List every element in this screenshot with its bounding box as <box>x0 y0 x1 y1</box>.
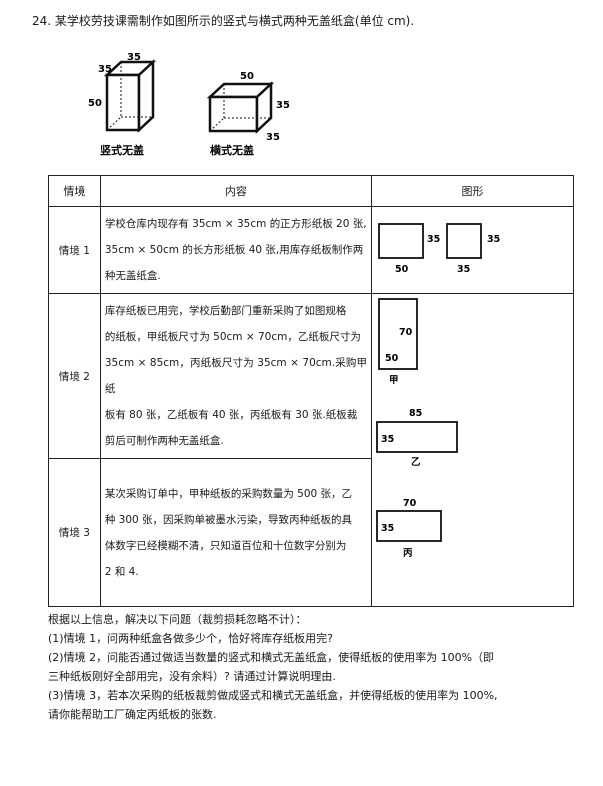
horizontal-box <box>206 81 275 134</box>
box-diagrams-svg: 35 35 50 竖式无盖 50 35 35 横式无盖 <box>88 52 290 157</box>
content-line: 35cm × 50cm 的长方形纸板 40 张,用库存纸板制作两 <box>104 244 364 256</box>
question-2-line-1: (2)情境 2，问能否通过做适当数量的竖式和横式无盖纸盒，使得纸板的使用率为 1… <box>48 651 495 664</box>
vertical-box <box>103 59 157 133</box>
sheet-yi <box>376 421 458 453</box>
hbox-label: 横式无盖 <box>210 143 254 157</box>
yi-width: 85 <box>409 408 422 419</box>
content-line: 体数字已经模糊不清，只知道百位和十位数字分别为 <box>104 539 347 552</box>
content-line: 种 300 张，因采购单被墨水污染，导致丙种纸板的具 <box>104 513 353 526</box>
sheet-bing <box>376 510 442 542</box>
square-35x35 <box>446 223 482 259</box>
rect-50x35 <box>378 223 424 259</box>
hbox-top-dim: 50 <box>240 71 254 82</box>
content-line: 的纸板，甲纸板尺寸为 50cm × 70cm，乙纸板尺寸为 <box>104 331 361 343</box>
sheet-jia <box>378 298 418 370</box>
header-content: 内容 <box>99 175 372 207</box>
questions-block: 根据以上信息，解决以下问题（裁剪损耗忽略不计）： (1)情境 1，问两种纸盒各做… <box>48 610 578 724</box>
bing-width: 70 <box>403 498 417 509</box>
bing-label: 丙 <box>403 548 413 559</box>
question-1: (1)情境 1，问两种纸盒各做多少个，恰好将库存纸板用完? <box>48 632 333 645</box>
content-line: 库存纸板已用完，学校后勤部门重新采购了如图规格 <box>104 305 347 317</box>
question-3-line-1: (3)情境 3，若本次采购的纸板裁剪做成竖式和横式无盖纸盒，并使得纸板的使用率为… <box>48 689 498 702</box>
rect-b-height: 35 <box>487 234 500 245</box>
content-line: 35cm × 85cm，丙纸板尺寸为 35cm × 70cm.采购甲纸 <box>104 357 367 395</box>
rect-a-width: 50 <box>395 264 409 275</box>
content-line: 剪后可制作两种无盖纸盒. <box>104 435 224 447</box>
header-scene: 情境 <box>48 175 101 207</box>
content-line: 某次采购订单中，甲种纸板的采购数量为 500 张，乙 <box>104 487 353 500</box>
content-line: 学校仓库内现存有 35cm × 35cm 的正方形纸板 20 张, <box>104 218 367 230</box>
bing-height: 35 <box>381 523 394 534</box>
vbox-label: 竖式无盖 <box>100 143 144 157</box>
jia-height: 70 <box>399 327 413 338</box>
sheets-svg: 70 50 甲 85 35 乙 70 35 丙 <box>376 298 458 559</box>
table-header-row: 情境 内容 图形 <box>48 175 575 207</box>
vbox-top-dim: 35 <box>127 52 141 63</box>
content-line: 板有 80 张，乙纸板有 40 张，丙纸板有 30 张.纸板裁 <box>104 409 358 421</box>
table-row: 情境 3 某次采购订单中，甲种纸板的采购数量为 500 张，乙 种 300 张，… <box>48 458 574 607</box>
hbox-height-dim: 35 <box>276 100 290 111</box>
vbox-depth-dim: 35 <box>98 64 112 75</box>
scene-3-label: 情境 3 <box>48 458 101 607</box>
jia-label: 甲 <box>389 375 399 386</box>
scene-2-label: 情境 2 <box>48 293 101 459</box>
hbox-depth-dim: 35 <box>266 132 280 143</box>
scenario-table: 情境 内容 图形 情境 1 学校仓库内现存有 35cm × 35cm 的正方形纸… <box>48 175 575 607</box>
scene-2-content: 库存纸板已用完，学校后勤部门重新采购了如图规格 的纸板，甲纸板尺寸为 50cm … <box>99 293 372 459</box>
jia-width: 50 <box>385 353 399 364</box>
question-3-line-2: 请你能帮助工厂确定丙纸板的张数. <box>48 708 217 721</box>
scene-1-svg: 35 50 35 35 <box>378 223 500 275</box>
box-illustrations: 35 35 50 竖式无盖 50 35 35 横式无盖 <box>80 50 300 168</box>
scene-2-3-figure: 70 50 甲 85 35 乙 70 35 丙 <box>370 293 575 607</box>
rect-a-height: 35 <box>427 234 440 245</box>
header-figure: 图形 <box>370 175 575 207</box>
yi-label: 乙 <box>411 457 421 468</box>
scene-1-content: 学校仓库内现存有 35cm × 35cm 的正方形纸板 20 张, 35cm ×… <box>99 206 372 294</box>
rect-b-width: 35 <box>457 264 470 275</box>
table-row: 情境 1 学校仓库内现存有 35cm × 35cm 的正方形纸板 20 张, 3… <box>48 206 575 294</box>
question-2-line-2: 三种纸板刚好全部用完，没有余料）? 请通过计算说明理由. <box>48 670 336 683</box>
scene-1-label: 情境 1 <box>48 206 101 294</box>
scene-3-content: 某次采购订单中，甲种纸板的采购数量为 500 张，乙 种 300 张，因采购单被… <box>99 458 372 607</box>
content-line: 2 和 4. <box>104 565 139 578</box>
content-line: 种无盖纸盒. <box>104 270 161 282</box>
problem-title: 24. 某学校劳技课需制作如图所示的竖式与横式两种无盖纸盒(单位 cm). <box>32 14 415 28</box>
table-row: 情境 2 库存纸板已用完，学校后勤部门重新采购了如图规格 的纸板，甲纸板尺寸为 … <box>48 293 575 607</box>
questions-intro: 根据以上信息，解决以下问题（裁剪损耗忽略不计）： <box>48 613 307 626</box>
vbox-height-dim: 50 <box>88 98 102 109</box>
scene-1-figure: 35 50 35 35 <box>370 206 575 294</box>
yi-height: 35 <box>381 434 394 445</box>
